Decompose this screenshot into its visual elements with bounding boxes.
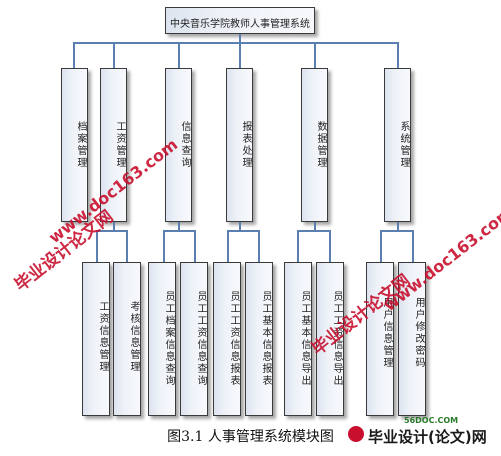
connector xyxy=(314,222,316,231)
submodule-box: 员工工资信息报表 xyxy=(213,262,241,416)
connector xyxy=(297,230,331,232)
connector xyxy=(163,230,196,232)
module-salary: 工资管理 xyxy=(100,68,127,222)
connector xyxy=(194,230,196,262)
module-label: 报表处理 xyxy=(240,121,251,169)
submodule-label: 工资信息管理 xyxy=(97,301,108,373)
connector xyxy=(239,222,241,231)
module-report: 报表处理 xyxy=(226,68,253,222)
module-label: 信息查询 xyxy=(179,121,190,169)
connector xyxy=(412,230,414,262)
submodule-box: 员工工资信息查询 xyxy=(180,262,208,416)
submodule-label: 考核信息管理 xyxy=(128,301,139,373)
connector xyxy=(239,34,241,43)
submodule-box: 员工基本信息报表 xyxy=(245,262,273,416)
submodule-label: 用户信息管理 xyxy=(381,297,392,369)
connector xyxy=(163,230,165,262)
connector xyxy=(239,42,241,68)
module-system: 系统管理 xyxy=(384,68,411,222)
module-query: 信息查询 xyxy=(165,68,192,222)
logo-top-text: 56DOC.COM xyxy=(404,416,459,425)
connector xyxy=(113,222,115,231)
connector xyxy=(96,230,128,232)
figure-caption: 图3.1 人事管理系统模块图 xyxy=(167,429,334,445)
connector xyxy=(126,230,128,262)
submodule-box: 员工基本信息导出 xyxy=(284,262,312,416)
submodule-label: 用户修改密码 xyxy=(413,297,424,369)
connector xyxy=(227,230,229,262)
submodule-label: 员工工资信息报表 xyxy=(228,291,239,387)
submodule-box: 员工档案信息查询 xyxy=(148,262,176,416)
connector xyxy=(227,230,260,232)
submodule-box: 考核信息管理 xyxy=(113,262,141,416)
connector xyxy=(314,42,316,68)
connector xyxy=(73,42,75,68)
logo-main-text: 毕业设计(论文)网 xyxy=(368,428,487,446)
connector xyxy=(96,230,98,262)
submodule-box: 用户修改密码 xyxy=(398,262,426,416)
connector xyxy=(329,230,331,262)
connector xyxy=(297,230,299,262)
module-archive: 档案管理 xyxy=(61,68,88,222)
submodule-box: 工资信息管理 xyxy=(82,262,110,416)
root-node: 中央音乐学院教师人事管理系统 xyxy=(165,7,315,34)
submodule-label: 员工档案信息查询 xyxy=(163,291,174,387)
module-label: 数据管理 xyxy=(315,121,326,169)
root-label: 中央音乐学院教师人事管理系统 xyxy=(170,19,310,30)
submodule-label: 员工基本信息导出 xyxy=(299,291,310,387)
connector xyxy=(113,42,115,68)
connector xyxy=(178,42,180,68)
connector xyxy=(258,230,260,262)
connector xyxy=(73,42,399,44)
connector xyxy=(380,230,414,232)
submodule-label: 员工工资信息导出 xyxy=(331,291,342,387)
module-label: 工资管理 xyxy=(114,121,125,169)
submodule-box: 员工工资信息导出 xyxy=(316,262,344,416)
connector xyxy=(397,42,399,68)
submodule-box: 用户信息管理 xyxy=(366,262,394,416)
module-label: 系统管理 xyxy=(398,121,409,169)
submodule-label: 员工基本信息报表 xyxy=(260,291,271,387)
site-logo: 56DOC.COM 毕业设计(论文)网 xyxy=(348,416,498,454)
logo-mark-icon xyxy=(348,426,364,442)
connector xyxy=(178,222,180,231)
connector xyxy=(397,222,399,231)
module-label: 档案管理 xyxy=(75,121,86,169)
module-data: 数据管理 xyxy=(301,68,328,222)
connector xyxy=(380,230,382,262)
submodule-label: 员工工资信息查询 xyxy=(195,291,206,387)
